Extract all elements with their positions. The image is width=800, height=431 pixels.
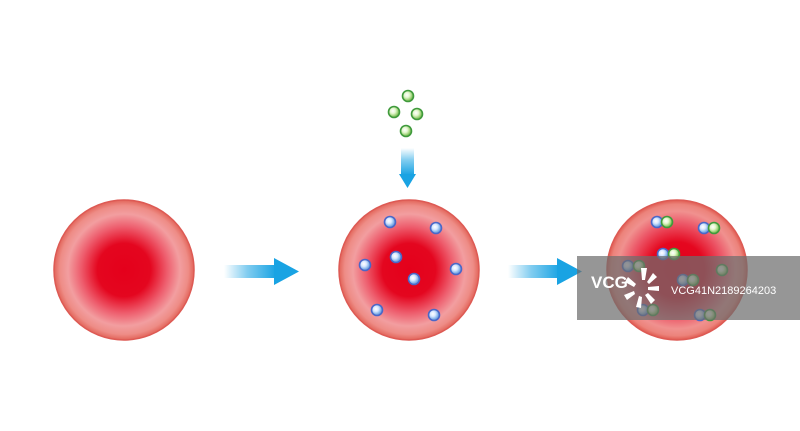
green-particles-incoming [387,89,424,138]
cell-with-blue-particles [338,199,480,341]
watermark-logo: VCG [591,273,628,292]
vcg-logo-icon [624,268,659,308]
blue-arrow-right-icon [508,258,582,285]
blue-particle [429,221,443,235]
particle-pair [697,221,721,235]
cell-empty [53,199,195,341]
green-particle [410,107,424,121]
blue-particle [389,250,403,264]
blue-particle [383,215,397,229]
green-particle [401,89,415,103]
blue-arrow-right-icon [224,258,299,285]
blue-particle [449,262,463,276]
blue-particle [370,303,384,317]
particle-pair [650,215,674,229]
green-particle [387,105,401,119]
blue-particle [407,272,421,286]
blue-particle [358,258,372,272]
blue-arrow-down-icon [399,148,416,188]
watermark-banner: VCG VCG41N2189264203 [577,256,800,320]
watermark-id: VCG41N2189264203 [671,285,777,297]
blue-particle [427,308,441,322]
green-particle [399,124,413,138]
